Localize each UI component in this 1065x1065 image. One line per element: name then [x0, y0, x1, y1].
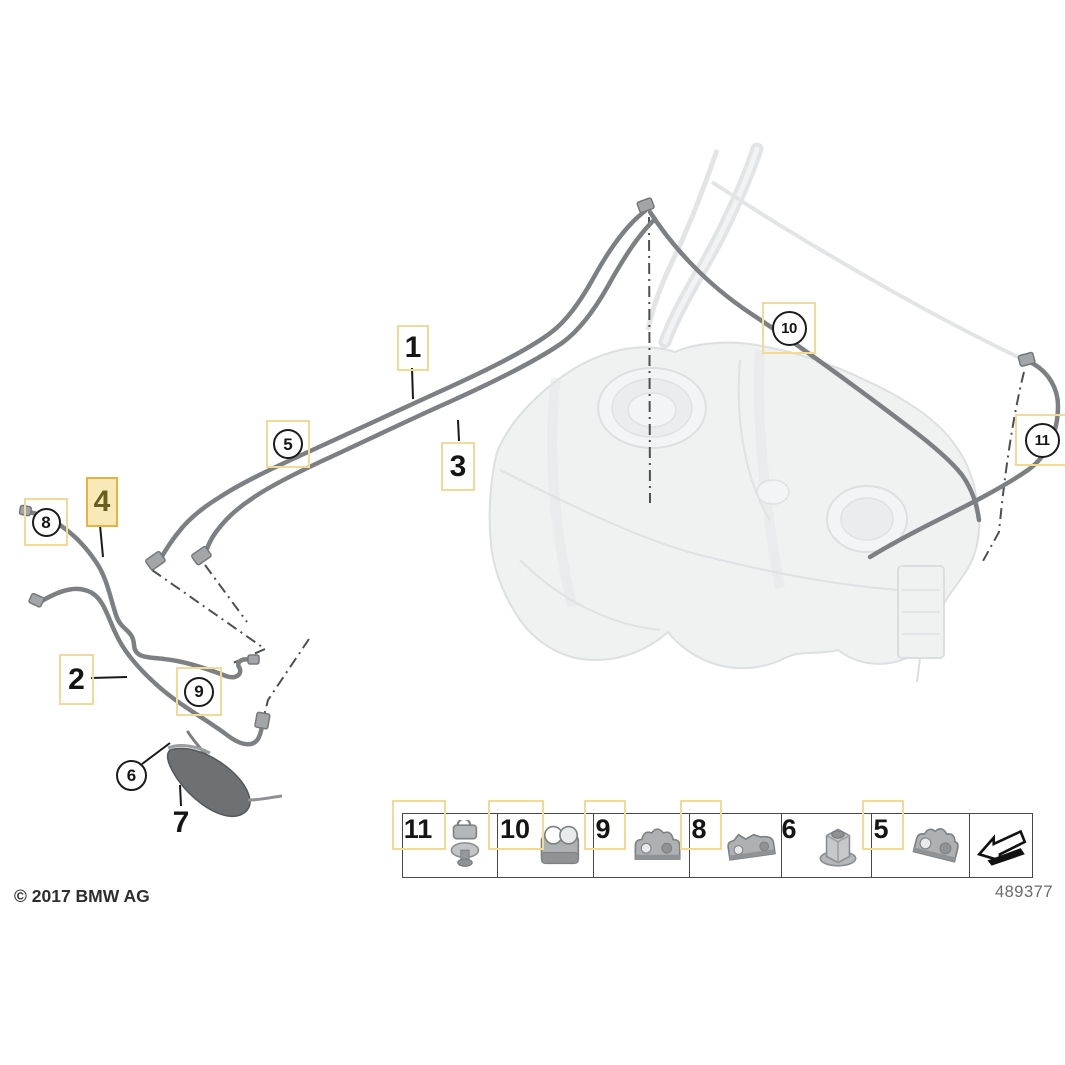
double-tube-clip-icon	[912, 827, 959, 863]
push-rivet-clip-icon	[450, 819, 480, 867]
pipe-2-line	[37, 586, 265, 747]
fuel-filter	[166, 744, 283, 818]
callout-11-circle: 11	[1024, 422, 1060, 458]
legend-cell-11[interactable]	[403, 814, 497, 877]
callout-10-label: 10	[781, 319, 797, 337]
pipe-1-feed-line	[158, 208, 648, 561]
callout-9-label: 9	[194, 682, 204, 701]
pipe-fittings	[18, 197, 1036, 730]
callout-8-circle: 8	[31, 507, 61, 537]
callout-2-label: 2	[68, 662, 85, 696]
double-tube-clip-icon	[634, 827, 681, 860]
callout-9[interactable]: 9	[176, 667, 222, 716]
callout-3-label: 3	[449, 449, 467, 483]
callout-10-circle: 10	[771, 310, 807, 346]
legend-cell-8[interactable]	[689, 814, 781, 877]
legend-num-11: 11	[403, 814, 433, 844]
legend-ref-box-5	[862, 800, 904, 850]
pipe-3-return-line	[202, 216, 658, 557]
tube-clamp-icon	[540, 825, 580, 864]
callout-7[interactable]: 7	[164, 806, 198, 840]
legend-ref-box-8	[680, 800, 722, 850]
callout-7-label: 7	[172, 806, 190, 839]
callout-5-label: 5	[283, 434, 293, 454]
callout-6[interactable]: 6	[116, 760, 147, 791]
callout-5[interactable]: 5	[266, 420, 310, 468]
callout-1[interactable]: 1	[397, 325, 429, 371]
pipe-10-vent-line	[647, 209, 982, 523]
legend-ref-box-10	[488, 800, 544, 850]
callout-6-label: 6	[126, 766, 137, 785]
legend-num-6: 6	[781, 814, 797, 844]
legend-cell-arrow[interactable]	[969, 814, 1034, 877]
direction-arrow-icon	[976, 829, 1027, 866]
legend-cell-10[interactable]	[497, 814, 593, 877]
legend-num-10: 10	[499, 814, 531, 844]
flange-nut-icon	[819, 827, 857, 867]
legend-num-9: 9	[595, 814, 611, 844]
callout-8-label: 8	[41, 512, 51, 532]
fuel-tank-illustration	[488, 142, 1021, 683]
pipe-11-line	[867, 359, 1061, 560]
copyright-notice: © 2017 BMW AG	[14, 886, 150, 906]
fuel-pipes	[25, 208, 1061, 759]
pipe-4-line	[25, 509, 253, 680]
legend-ref-box-9	[584, 800, 626, 850]
callout-4-label: 4	[93, 485, 111, 518]
leader-lines	[90, 367, 460, 807]
fastener-legend	[402, 813, 1033, 878]
legend-ref-box-11	[392, 800, 446, 850]
callout-5-circle: 5	[273, 429, 303, 459]
legend-num-5: 5	[873, 814, 889, 844]
legend-cell-9[interactable]	[593, 814, 689, 877]
callout-4-highlighted[interactable]: 4	[86, 477, 118, 527]
callout-2[interactable]: 2	[59, 654, 94, 705]
callout-1-label: 1	[404, 331, 422, 364]
callout-8[interactable]: 8	[24, 498, 68, 546]
callout-10[interactable]: 10	[762, 302, 816, 354]
callout-9-circle: 9	[184, 676, 214, 707]
diagram-part-number: 489377	[994, 883, 1053, 901]
legend-cell-6[interactable]	[781, 814, 871, 877]
legend-cell-5[interactable]	[871, 814, 969, 877]
legend-num-8: 8	[691, 814, 707, 844]
callout-11-label: 11	[1034, 431, 1050, 449]
callout-3[interactable]: 3	[441, 442, 475, 491]
tube-clip-icon	[727, 833, 776, 861]
callout-11[interactable]: 11	[1015, 414, 1065, 466]
